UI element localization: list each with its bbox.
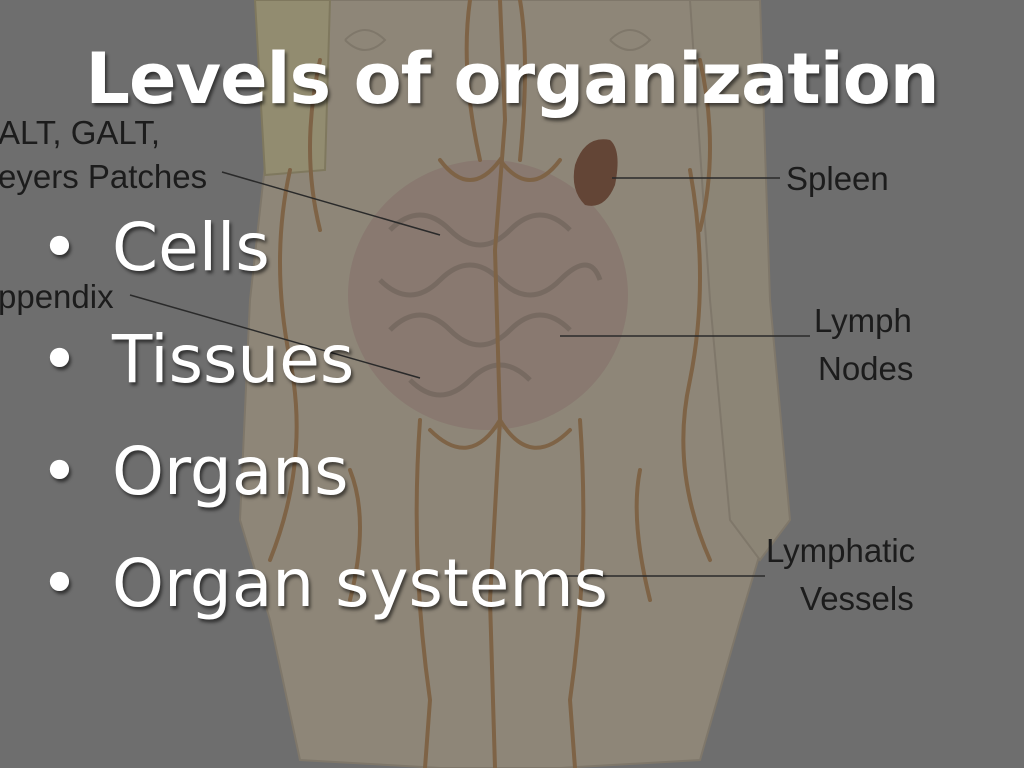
label-galt-line2: eyers Patches: [0, 158, 208, 195]
label-galt-line1: ALT, GALT,: [0, 114, 161, 151]
label-spleen: Spleen: [786, 160, 889, 197]
bullet-point-icon: •: [40, 545, 79, 622]
bullet-item-tissues: • Tissues: [40, 312, 608, 424]
spleen-shape: [573, 139, 618, 206]
label-lymphatic-vessels-line2: Vessels: [800, 580, 914, 617]
bullet-item-organ-systems: • Organ systems: [40, 536, 608, 648]
slide-title: Levels of organization: [85, 38, 939, 120]
label-lymphatic-vessels-line1: Lymphatic: [766, 532, 916, 569]
bullet-text: Tissues: [112, 321, 355, 398]
bullet-text: Cells: [112, 209, 270, 286]
intestines-shape: [348, 160, 628, 430]
bullet-point-icon: •: [40, 321, 79, 398]
bullet-list: • Cells • Tissues • Organs • Organ systems: [40, 200, 608, 648]
label-lymph-nodes-line2: Nodes: [818, 350, 914, 387]
label-lymph-nodes-line1: Lymph: [814, 302, 912, 339]
bullet-item-cells: • Cells: [40, 200, 608, 312]
bullet-text: Organs: [112, 433, 349, 510]
label-appendix: ppendix: [0, 278, 114, 315]
bullet-point-icon: •: [40, 433, 79, 510]
bullet-item-organs: • Organs: [40, 424, 608, 536]
bullet-point-icon: •: [40, 209, 79, 286]
bullet-text: Organ systems: [112, 545, 609, 622]
